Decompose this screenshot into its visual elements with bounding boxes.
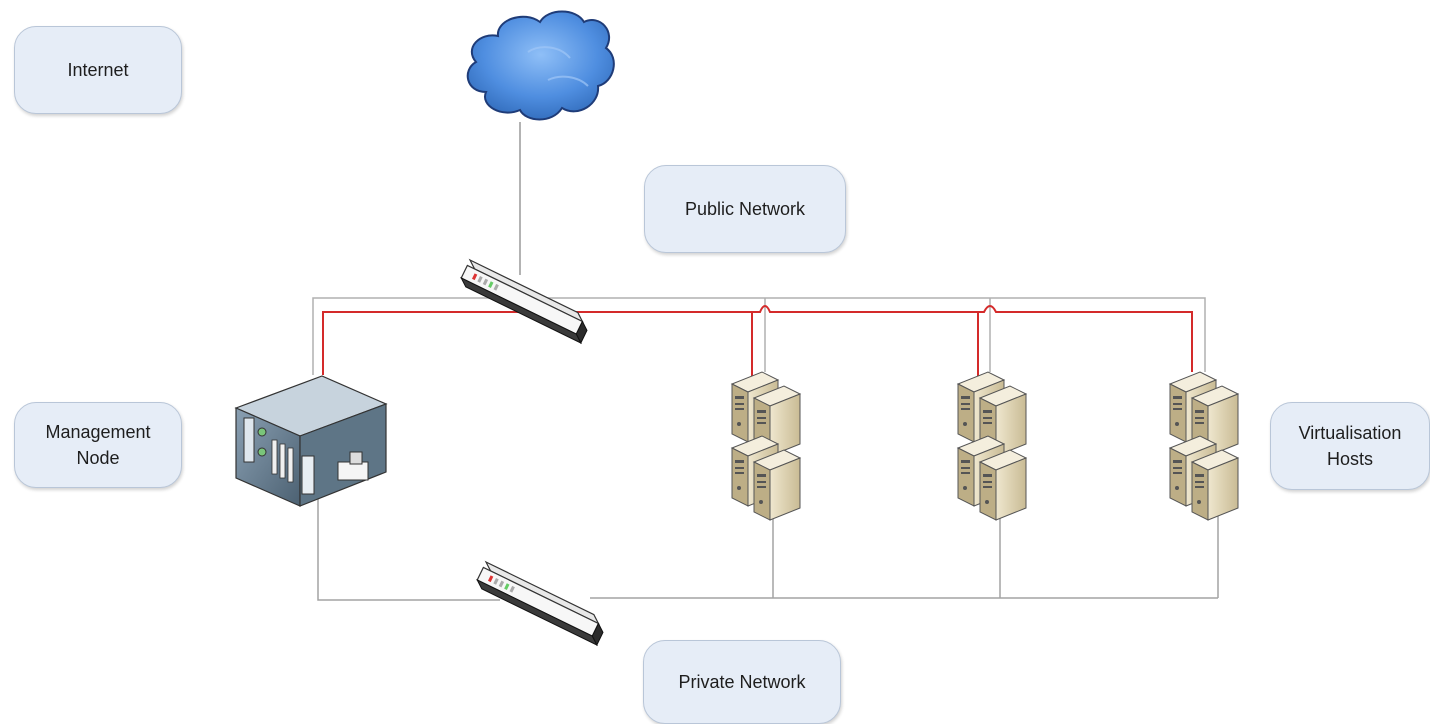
private-switch-icon: [474, 561, 609, 646]
public-network-label-text: Public Network: [684, 198, 806, 219]
management-node-label: Management Node: [14, 402, 182, 488]
private-network-label-text: Private Network: [678, 671, 806, 692]
virtualisation-hosts-label-text: Virtualisation Hosts: [1298, 422, 1402, 469]
private-network-links: [317, 495, 1219, 601]
public-switch-icon: [458, 259, 593, 344]
internet-label-text: Internet: [67, 59, 129, 80]
private-link-management: [317, 495, 500, 601]
virtualisation-host-3-icon: [1170, 372, 1238, 520]
management-server-icon: [234, 375, 388, 507]
private-network-label: Private Network: [643, 640, 841, 724]
public-link-red-backbone: [322, 305, 1193, 375]
public-network-links: [312, 122, 1206, 382]
internet-label: Internet: [14, 26, 182, 114]
virtualisation-host-2-icon: [958, 372, 1026, 520]
internet-cloud-icon: [466, 10, 615, 121]
virtualisation-hosts-label: Virtualisation Hosts: [1270, 402, 1430, 490]
public-network-label: Public Network: [644, 165, 846, 253]
public-link-gray-loop: [312, 297, 1206, 375]
virtualisation-host-1-icon: [732, 372, 800, 520]
management-node-label-text: Management Node: [45, 421, 151, 468]
